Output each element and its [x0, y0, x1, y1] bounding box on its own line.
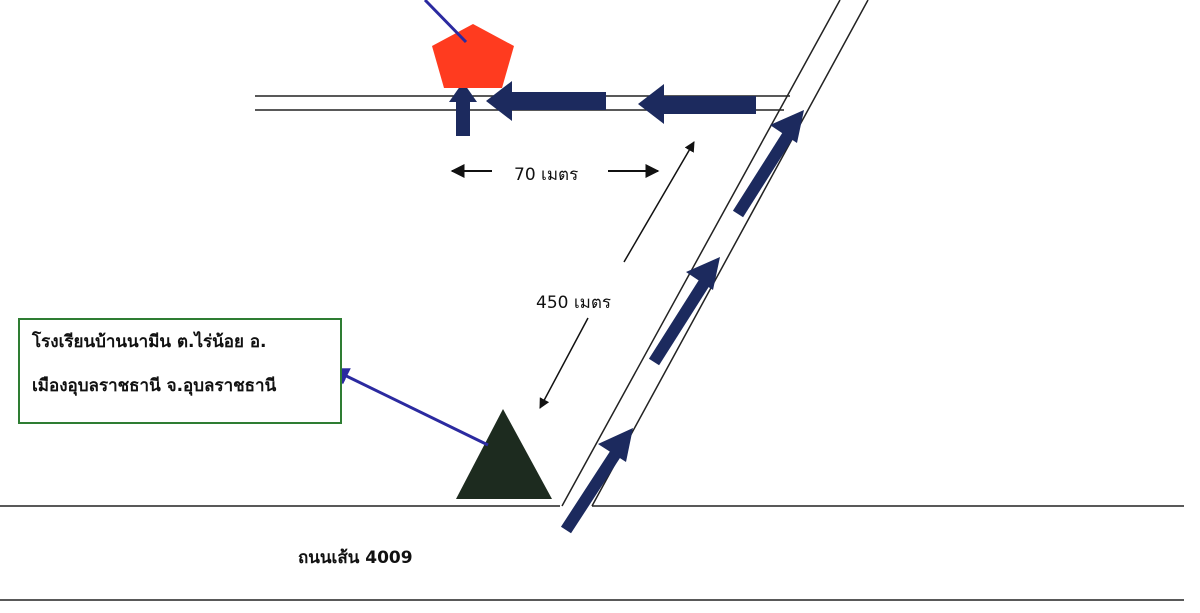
school-pointer-line [330, 368, 489, 447]
school-label-line-2: เมืองอุบลราชธานี จ.อุบลราชธานี [32, 376, 277, 396]
destination-pointer-line [423, 0, 468, 44]
route-arrow-diagonal-2 [648, 257, 720, 366]
route-arrow-up [449, 82, 477, 136]
route-arrow-top-2 [486, 81, 606, 121]
school-triangle-icon [456, 409, 552, 499]
route-arrow-diagonal-3 [732, 110, 804, 218]
destination-pentagon-icon [432, 24, 514, 88]
route-arrow-top-1 [638, 84, 756, 124]
diagonal-road [561, 0, 869, 507]
distance-label-70m: 70 เมตร [514, 165, 579, 185]
distance-label-450m: 450 เมตร [536, 293, 612, 313]
road-label-4009: ถนนเส้น 4009 [298, 548, 413, 568]
distance-arrow-450m [539, 141, 695, 409]
school-label-line-1: โรงเรียนบ้านนามีน ต.ไร่น้อย อ. [32, 332, 267, 352]
school-label-box: โรงเรียนบ้านนามีน ต.ไร่น้อย อ. เมืองอุบล… [18, 318, 342, 424]
route-arrow-diagonal-1 [560, 428, 633, 534]
main-road-4009 [0, 505, 1184, 601]
